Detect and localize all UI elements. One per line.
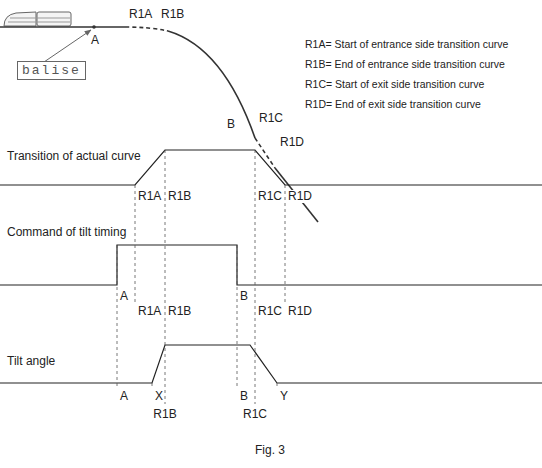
legend-line: R1B= End of entrance side transition cur… [304,58,506,71]
chart-title: Tilt angle [6,355,56,368]
point-label: B [239,390,249,403]
point-label: A [119,290,129,303]
track [0,27,318,222]
legend-line: R1D= End of exit side transition curve [304,98,482,111]
legend-line: R1C= Start of exit side transition curve [304,78,485,91]
point-label: R1B [167,190,192,203]
point-label: A [119,390,129,403]
balise-point [92,25,96,29]
point-label: X [154,390,164,403]
point-label: B [239,290,249,303]
leader-arrow [44,30,91,62]
point-label: R1A [137,305,162,318]
point-label: R1D [279,136,305,149]
point-label: R1C [257,305,283,318]
train [4,12,71,26]
point-label: A [90,34,100,47]
guide-lines [117,150,285,404]
legend-line: R1A= Start of entrance side transition c… [304,38,509,51]
point-label: R1C [258,112,284,125]
point-label: R1A [137,190,162,203]
point-label: R1A [128,8,153,21]
chart-curves [0,150,542,383]
point-label: R1D [287,190,313,203]
figure-caption: Fig. 3 [254,444,286,457]
point-label: R1C [257,190,283,203]
point-label: R1B [167,305,192,318]
point-label: R1B [160,8,185,21]
point-label: Y [279,390,289,403]
chart-title: Transition of actual curve [6,150,142,163]
node-text: balise [22,63,81,78]
chart-title: Command of tilt timing [6,226,127,239]
point-label: R1C [242,408,268,421]
point-label: R1B [152,408,177,421]
point-label: B [226,118,236,131]
balise-box: balise [17,61,86,80]
point-label: R1D [287,305,313,318]
